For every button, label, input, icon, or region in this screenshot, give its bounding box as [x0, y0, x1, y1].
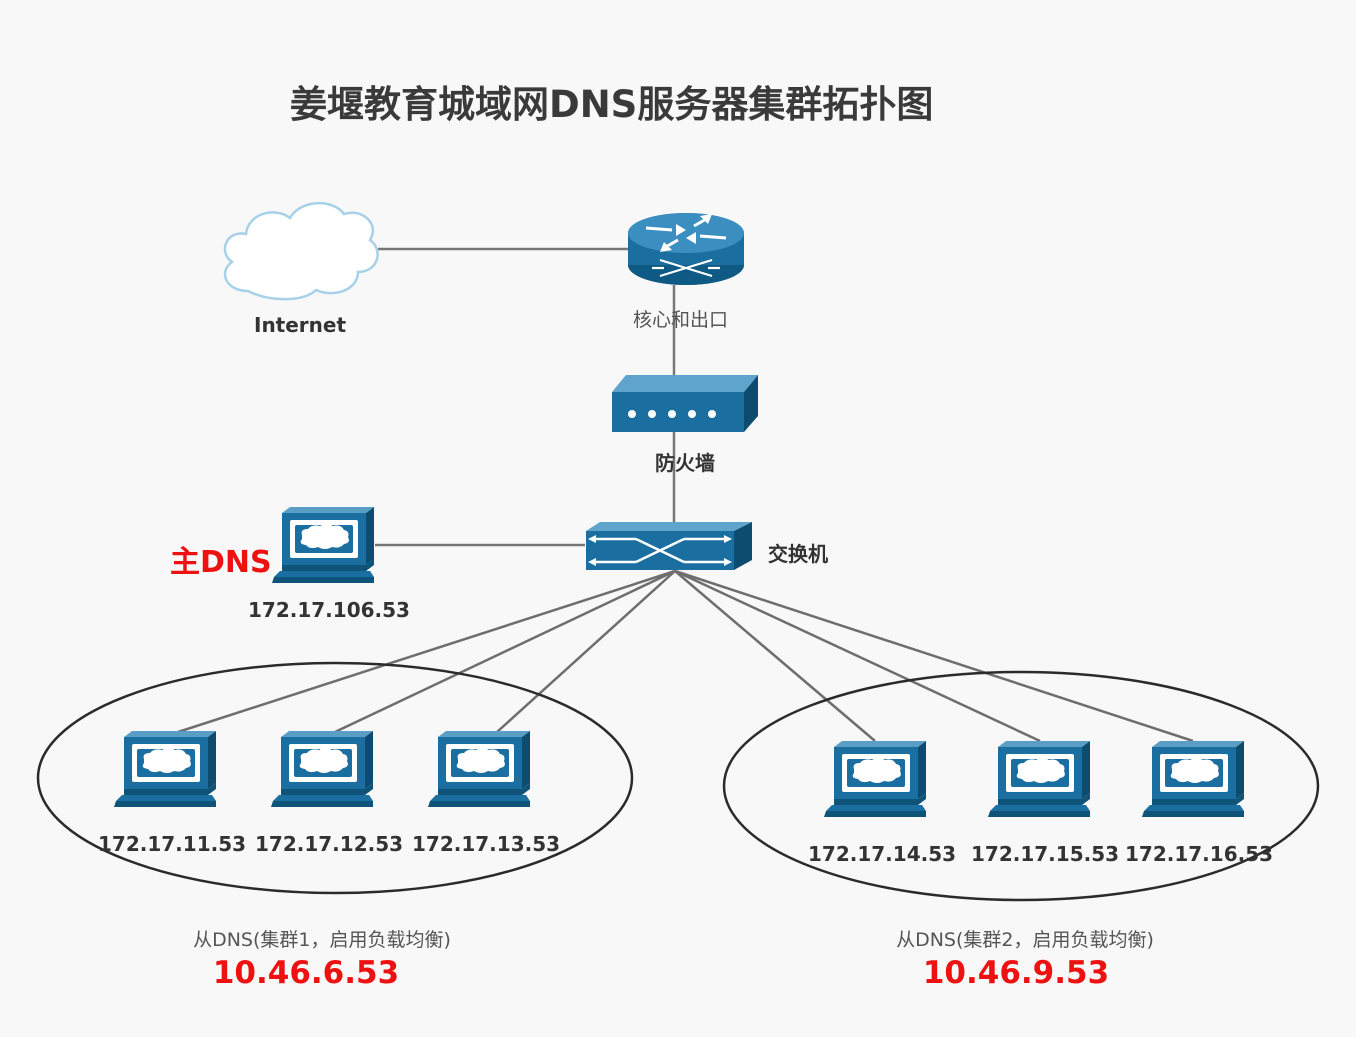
cloud-icon	[223, 201, 379, 301]
primary-dns-label: 主DNS	[170, 545, 272, 580]
link-switch-server-13	[496, 570, 676, 733]
switch-icon	[586, 522, 752, 570]
server-icon-15	[988, 741, 1090, 817]
server-ip-15: 172.17.15.53	[971, 842, 1120, 866]
server-ip-12: 172.17.12.53	[255, 832, 404, 856]
cluster-1-boundary	[36, 661, 634, 895]
link-switch-server-14	[674, 570, 876, 742]
link-switch-server-12	[334, 569, 676, 734]
server-icon-11	[114, 731, 216, 807]
switch-label: 交换机	[768, 542, 828, 566]
router-icon	[628, 213, 744, 285]
server-icon-14	[824, 741, 926, 817]
server-ip-13: 172.17.13.53	[412, 832, 561, 856]
link-switch-server-15	[674, 569, 1041, 743]
cluster-2-caption: 从DNS(集群2，启用负载均衡)	[896, 929, 1154, 951]
cluster-2-boundary	[722, 670, 1320, 902]
firewall-icon	[612, 375, 758, 432]
link-switch-server-16	[674, 569, 1194, 743]
internet-label: Internet	[254, 313, 347, 337]
primary-dns-server-icon	[272, 507, 374, 583]
core-label: 核心和出口	[633, 309, 729, 331]
primary-dns-ip: 172.17.106.53	[248, 598, 410, 622]
firewall-label: 防火墙	[655, 451, 715, 475]
server-icon-13	[428, 731, 530, 807]
server-ip-14: 172.17.14.53	[808, 842, 957, 866]
server-ip-11: 172.17.11.53	[98, 832, 247, 856]
cluster-2-vip: 10.46.9.53	[922, 955, 1110, 991]
cluster-1-caption: 从DNS(集群1，启用负载均衡)	[193, 929, 451, 951]
server-icon-12	[271, 731, 373, 807]
server-icon-16	[1142, 741, 1244, 817]
server-ip-16: 172.17.16.53	[1125, 842, 1274, 866]
links	[177, 247, 1194, 743]
link-switch-server-11	[177, 569, 676, 734]
diagram-title: 姜堰教育城域网DNS服务器集群拓扑图	[290, 83, 934, 126]
cluster-1-vip: 10.46.6.53	[212, 955, 400, 991]
